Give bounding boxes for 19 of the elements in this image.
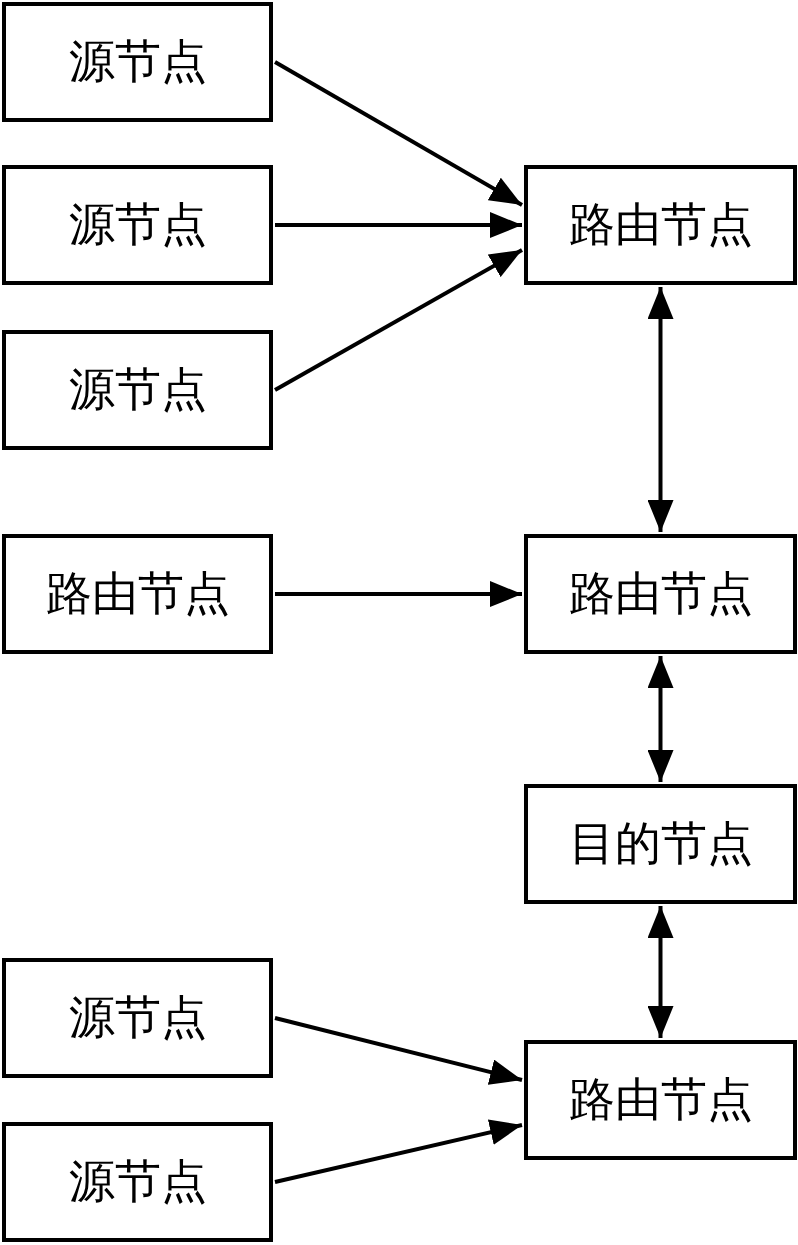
process-box: 路由节点 — [524, 534, 797, 654]
arrow — [275, 581, 522, 607]
process-box: 源节点 — [2, 1122, 273, 1242]
process-box: 源节点 — [2, 330, 273, 450]
process-box: 源节点 — [2, 2, 273, 122]
arrow — [274, 248, 523, 392]
arrow — [275, 212, 522, 238]
arrow — [647, 287, 674, 532]
arrow — [274, 1016, 523, 1085]
process-box: 路由节点 — [2, 534, 273, 654]
process-box: 源节点 — [2, 958, 273, 1078]
arrow — [647, 906, 674, 1038]
process-box: 目的节点 — [524, 784, 797, 904]
process-box: 源节点 — [2, 165, 273, 285]
arrow — [647, 656, 674, 782]
arrow — [274, 60, 523, 207]
arrow — [274, 1119, 523, 1184]
process-box: 路由节点 — [524, 1040, 797, 1160]
process-box: 路由节点 — [524, 165, 797, 285]
